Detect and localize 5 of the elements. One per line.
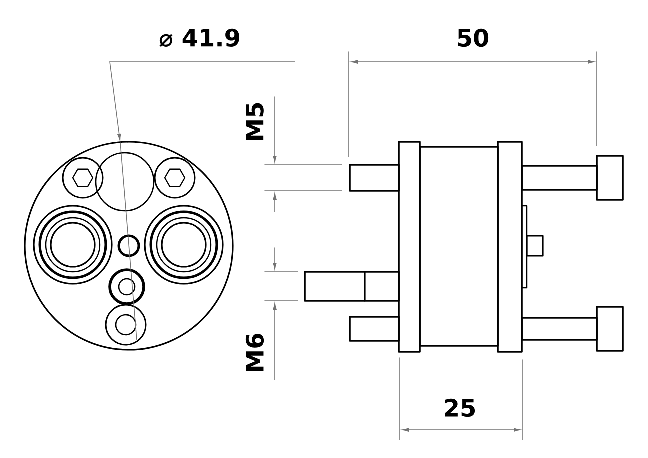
dimension-label: 25 [445, 398, 476, 418]
dimension-label: 50 [458, 28, 489, 48]
dimension-label: ⌀ 41.9 [160, 28, 240, 48]
dimension-label: M5 [246, 103, 264, 140]
dimension-label: M6 [246, 334, 264, 372]
